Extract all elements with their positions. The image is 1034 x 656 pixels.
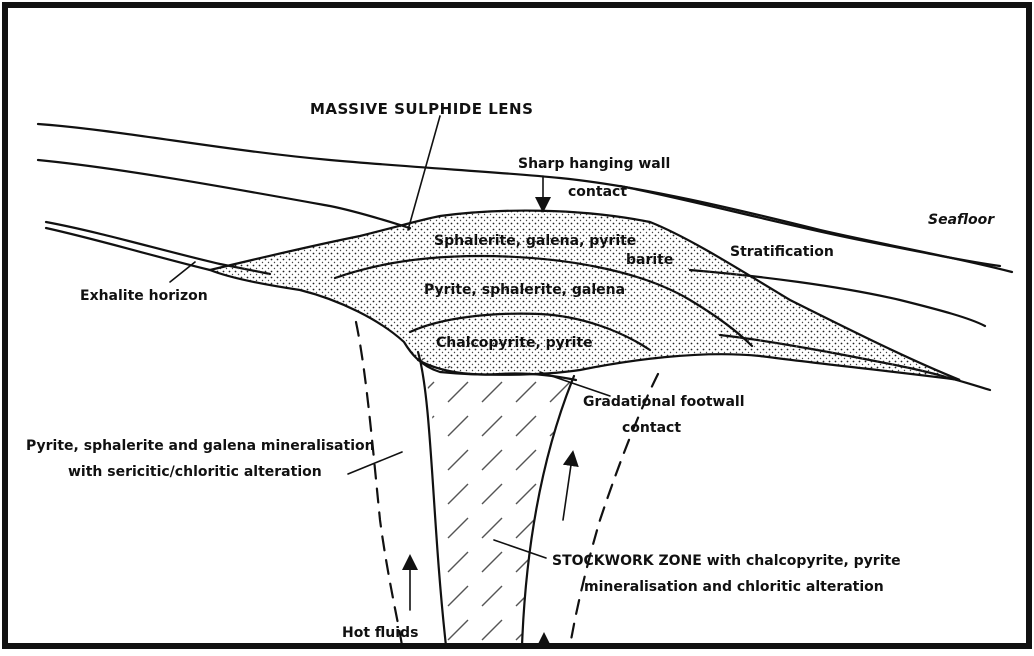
label-stratification: Stratification — [730, 244, 834, 260]
hot-fluids-arrow-right — [563, 458, 572, 520]
leader-exhalite-horizon — [170, 262, 195, 282]
label-seafloor: Seafloor — [928, 212, 995, 228]
stratum-line-second — [38, 160, 410, 228]
label-sharp-hanging-wall-contact: contact — [568, 184, 627, 200]
label-gradational-footwall-contact: contact — [622, 420, 681, 436]
label-sphalerite-galena-pyrite: Sphalerite, galena, pyrite — [434, 233, 636, 249]
label-barite: barite — [626, 252, 673, 268]
label-exhalite-horizon: Exhalite horizon — [80, 288, 208, 304]
label-sharp-hanging-wall: Sharp hanging wall — [518, 156, 670, 172]
label-massive-sulphide-lens: MASSIVE SULPHIDE LENS — [310, 100, 533, 118]
exhalite-horizon-line-2 — [46, 228, 210, 270]
label-mineralisation-line-2: with sericitic/chloritic alteration — [68, 464, 322, 480]
alteration-halo-right — [570, 374, 658, 646]
label-stockwork-zone-line-2: mineralisation and chloritic alteration — [584, 579, 884, 595]
label-mineralisation-line-1: Pyrite, sphalerite and galena mineralisa… — [26, 438, 375, 454]
leader-massive-sulphide-lens — [408, 116, 440, 230]
label-stockwork-zone-line-1: STOCKWORK ZONE with chalcopyrite, pyrite — [552, 553, 901, 569]
label-hot-fluids: Hot fluids — [342, 625, 418, 641]
label-gradational-footwall: Gradational footwall — [583, 394, 745, 410]
label-chalcopyrite-pyrite: Chalcopyrite, pyrite — [436, 335, 593, 351]
alteration-halo-left — [356, 322, 402, 646]
label-pyrite-sphalerite-galena: Pyrite, sphalerite, galena — [424, 282, 625, 298]
